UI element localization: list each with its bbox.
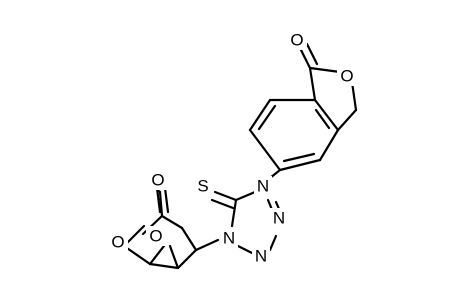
bond	[248, 98, 272, 132]
atom-oxygen-carbonyl-top: O	[290, 31, 303, 50]
atom-oxygen-carbonyl-bicyclic: O	[151, 171, 164, 190]
bond	[236, 244, 254, 255]
bond	[305, 42, 319, 66]
bond	[168, 244, 180, 270]
atom-sulfur-thione: S	[197, 177, 208, 196]
atom-nitrogen-4: N	[223, 229, 235, 248]
atom-nitrogen-3: N	[255, 247, 267, 266]
bond	[282, 152, 316, 163]
bond	[257, 104, 277, 131]
atom-labels: O O S N N N N O O O	[108, 30, 357, 266]
bond	[234, 190, 257, 202]
bond	[308, 66, 342, 74]
bond	[158, 190, 164, 218]
atom-oxygen-bridge-mid: O	[149, 227, 162, 246]
bond	[318, 128, 340, 162]
bond	[308, 66, 317, 102]
bond	[194, 238, 220, 252]
bond	[314, 108, 331, 130]
bond	[148, 262, 180, 270]
bond	[298, 46, 312, 70]
phthalide-fragment	[248, 42, 358, 172]
bond	[230, 198, 238, 228]
atom-nitrogen-1: N	[257, 177, 269, 196]
atom-oxygen-bridge-left: O	[111, 233, 124, 252]
bond	[160, 214, 184, 230]
bond	[163, 186, 170, 214]
bond	[210, 198, 235, 210]
bond	[313, 98, 340, 132]
atom-nitrogen-2: N	[273, 209, 285, 228]
bond	[248, 128, 282, 172]
bicyclic-fragment	[122, 186, 220, 270]
bond	[180, 226, 198, 252]
bond	[122, 244, 152, 266]
bond	[213, 190, 238, 202]
atom-oxygen-lactone-ring: O	[340, 67, 353, 86]
bond	[350, 80, 358, 112]
bond	[176, 248, 198, 270]
bond	[148, 244, 166, 266]
bond	[278, 158, 322, 172]
bond	[155, 186, 162, 214]
bond	[268, 234, 278, 252]
bond	[336, 108, 358, 132]
